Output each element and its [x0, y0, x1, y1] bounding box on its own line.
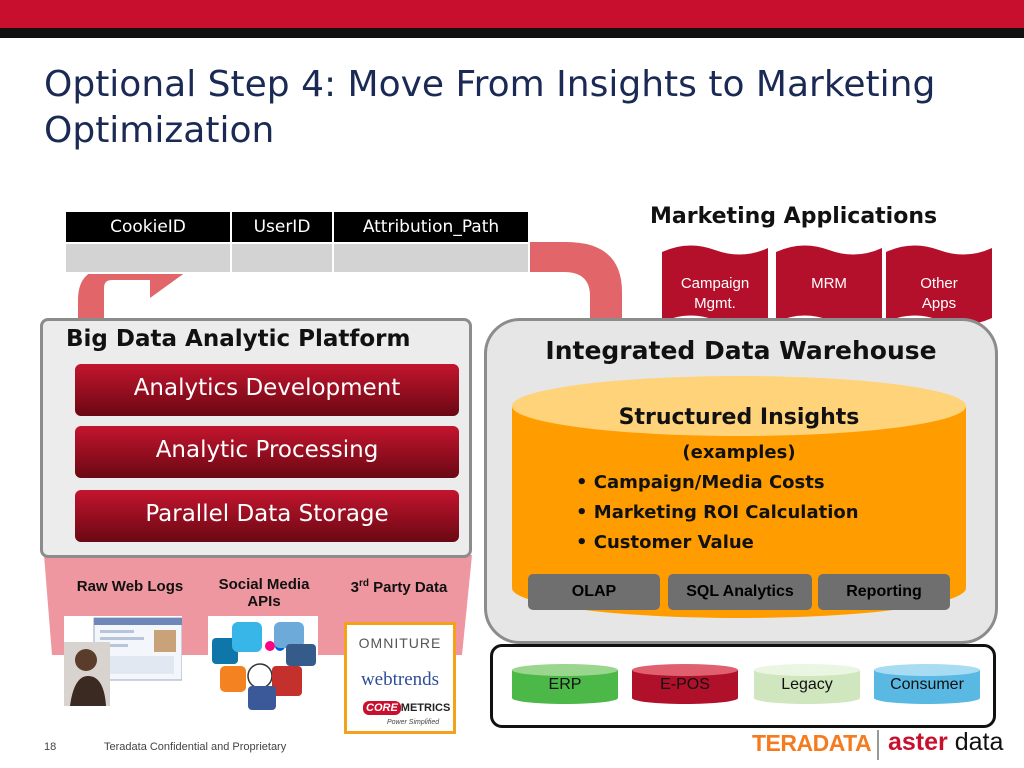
third-party-prefix: 3 — [350, 579, 359, 596]
aster-word: aster — [888, 728, 948, 756]
logo-divider — [877, 730, 879, 760]
header-black-band — [0, 28, 1024, 38]
third-party-rest: Party Data — [368, 579, 448, 596]
app-campaign-mgmt: Campaign Mgmt. — [662, 242, 768, 328]
coremetrics-metrics: METRICS — [400, 702, 451, 714]
digg-icon — [286, 644, 316, 666]
aster-data-logo: aster data — [888, 728, 1003, 757]
app-banner-shape — [776, 245, 882, 325]
source-consumer: Consumer — [874, 664, 980, 704]
flickr-icon — [265, 641, 275, 651]
youtube-icon — [272, 666, 302, 696]
source-label: ERP — [548, 676, 582, 693]
app-label: Other — [920, 275, 958, 292]
col-userid: UserID — [230, 210, 334, 244]
sql-analytics-box: SQL Analytics — [668, 574, 812, 610]
table-cell — [332, 242, 530, 274]
reddit-icon — [247, 663, 273, 689]
olap-box: OLAP — [528, 574, 660, 610]
third-party-sup: rd — [358, 578, 369, 589]
source-label: Legacy — [781, 676, 833, 693]
source-label: Consumer — [890, 676, 964, 693]
app-label: MRM — [811, 275, 847, 292]
app-label: Mgmt. — [694, 295, 736, 312]
app-banner-shape — [662, 245, 768, 325]
insight-text: Customer Value — [593, 532, 754, 553]
warehouse-title: Integrated Data Warehouse — [545, 336, 937, 365]
teradata-logo: TERADATA — [752, 730, 872, 756]
facebook-icon — [248, 686, 276, 710]
header-red-band — [0, 0, 1024, 28]
insight-bullet: • Marketing ROI Calculation — [576, 502, 859, 523]
structured-insights-title: Structured Insights — [618, 405, 860, 430]
source-third-party: 3rd Party Data — [334, 578, 464, 596]
source-raw-web-logs: Raw Web Logs — [76, 578, 184, 595]
col-attribution-path: Attribution_Path — [332, 210, 530, 244]
table-cell — [64, 242, 232, 274]
structured-insights-cylinder — [512, 376, 966, 618]
social-media-icons — [208, 616, 318, 712]
linkedin-icon — [212, 638, 238, 664]
structured-insights-subtitle: (examples) — [682, 442, 796, 463]
source-label: E-POS — [660, 676, 710, 693]
source-erp: ERP — [512, 664, 618, 704]
cylinder-shape — [632, 664, 738, 704]
app-mrm: MRM — [776, 242, 882, 328]
insight-bullet: • Customer Value — [576, 532, 754, 553]
page-number: 18 — [44, 741, 57, 753]
reporting-box: Reporting — [818, 574, 950, 610]
cylinder-shape — [512, 664, 618, 704]
col-cookieid: CookieID — [64, 210, 232, 244]
twitter-icon — [232, 622, 262, 652]
source-epos: E-POS — [632, 664, 738, 704]
attribution-table: CookieID UserID Attribution_Path — [64, 210, 530, 274]
slide-title: Optional Step 4: Move From Insights to M… — [44, 64, 936, 151]
insight-text: Marketing ROI Calculation — [593, 502, 859, 523]
layer-analytics-development: Analytics Development — [75, 364, 459, 416]
stumble-icon — [274, 622, 304, 648]
source-social-media: Social Media APIs — [206, 576, 322, 610]
coremetrics-core: CORE — [363, 701, 401, 715]
web-logs-image — [64, 616, 182, 706]
omniture-logo: OMNITURE — [358, 635, 442, 651]
app-label: Apps — [921, 295, 957, 312]
table-cell — [230, 242, 334, 274]
cylinder-shape — [874, 664, 980, 704]
source-social-line2: APIs — [247, 593, 281, 610]
coremetrics-tagline: Power Simplified — [387, 719, 440, 726]
data-word: data — [954, 728, 1004, 756]
source-social-line1: Social Media — [218, 576, 310, 593]
app-banner-shape — [886, 245, 992, 325]
webtrends-logo: webtrends — [360, 669, 440, 690]
app-other-apps: Other Apps — [886, 242, 992, 328]
source-legacy: Legacy — [754, 664, 860, 704]
app-label: Campaign — [680, 275, 750, 292]
footer-confidential: Teradata Confidential and Proprietary — [104, 741, 287, 753]
layer-parallel-data-storage: Parallel Data Storage — [75, 490, 459, 542]
insight-bullet: • Campaign/Media Costs — [576, 472, 825, 493]
marketing-apps-title: Marketing Applications — [650, 204, 938, 229]
cylinder-shape — [754, 664, 860, 704]
insight-text: Campaign/Media Costs — [593, 472, 825, 493]
analytic-platform-title: Big Data Analytic Platform — [66, 326, 411, 352]
layer-analytic-processing: Analytic Processing — [75, 426, 459, 478]
rss-icon — [220, 666, 246, 692]
